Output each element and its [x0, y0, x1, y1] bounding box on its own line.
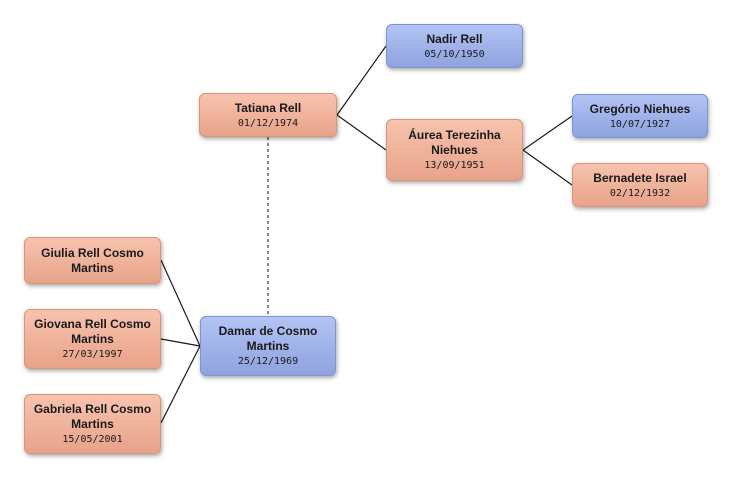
- person-node-gabriela-rell-cosmo-martins[interactable]: Gabriela Rell Cosmo Martins 15/05/2001: [24, 394, 161, 454]
- person-date: 01/12/1974: [237, 117, 299, 129]
- person-name: Nadir Rell: [426, 31, 483, 46]
- link-damar-giovana: [160, 338, 201, 347]
- person-date: 13/09/1951: [424, 160, 485, 171]
- link-aurea-bernadete: [522, 149, 573, 186]
- person-date: 10/07/1927: [609, 118, 671, 130]
- person-node-damar-de-cosmo-martins[interactable]: Damar de Cosmo Martins 25/12/1969: [200, 316, 336, 376]
- link-tatiana-aurea: [336, 114, 387, 151]
- person-node-nadir-rell[interactable]: Nadir Rell 05/10/1950: [386, 24, 523, 68]
- link-damar-gabriela: [160, 345, 201, 424]
- person-date: 25/12/1969: [237, 356, 299, 367]
- person-node-giovana-rell-cosmo-martins[interactable]: Giovana Rell Cosmo Martins 27/03/1997: [24, 309, 161, 369]
- person-name: Tatiana Rell: [234, 100, 302, 115]
- person-name: Gabriela Rell Cosmo Martins: [33, 402, 152, 431]
- person-node-gregorio-niehues[interactable]: Gregório Niehues 10/07/1927: [572, 94, 708, 138]
- person-name: Damar de Cosmo Martins: [218, 324, 318, 353]
- person-node-aurea-terezinha-niehues[interactable]: Áurea Terezinha Niehues 13/09/1951: [386, 119, 523, 181]
- person-name: Giovana Rell Cosmo Martins: [34, 317, 151, 346]
- person-name: Gregório Niehues: [589, 101, 691, 116]
- person-date: 27/03/1997: [62, 349, 123, 360]
- person-date: 02/12/1932: [609, 187, 671, 199]
- person-name: Bernadete Israel: [593, 170, 687, 185]
- link-damar-giulia: [160, 259, 201, 347]
- link-tatiana-nadir: [336, 45, 387, 116]
- person-date: 05/10/1950: [424, 48, 485, 60]
- person-node-bernadete-israel[interactable]: Bernadete Israel 02/12/1932: [572, 163, 708, 207]
- person-date: 15/05/2001: [62, 434, 123, 445]
- person-node-giulia-rell-cosmo-martins[interactable]: Giulia Rell Cosmo Martins: [24, 237, 161, 284]
- person-name: Áurea Terezinha Niehues: [408, 128, 501, 157]
- link-aurea-gregorio: [522, 115, 573, 151]
- person-name: Giulia Rell Cosmo Martins: [41, 245, 144, 275]
- person-node-tatiana-rell[interactable]: Tatiana Rell 01/12/1974: [199, 93, 337, 137]
